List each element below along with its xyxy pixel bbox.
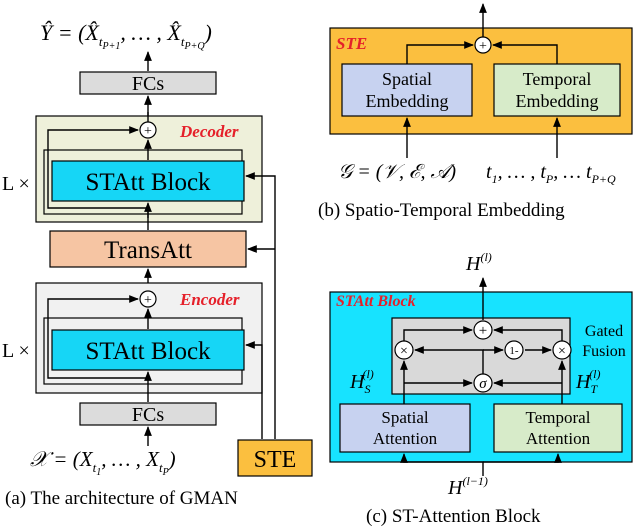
spatial-attention-box — [339, 403, 471, 453]
temporal-embedding-box — [493, 63, 621, 117]
spatial-embedding-box — [341, 63, 473, 117]
gate-add-node — [473, 320, 493, 340]
decoder-repeat-label: L × — [2, 173, 30, 195]
transatt-label: TransAtt — [104, 237, 192, 264]
output-h-label: H(l) — [465, 250, 492, 275]
ste-title: STE — [336, 34, 367, 53]
statt-block-encoder — [51, 329, 245, 371]
ste-box — [237, 439, 313, 477]
statt-block-decoder — [51, 160, 245, 202]
spatial-to-add — [406, 41, 474, 64]
fcs-top-label: FCs — [132, 73, 164, 95]
temporal-attention-line2: Attention — [526, 429, 591, 448]
temporal-to-add — [492, 41, 558, 64]
spatial-embedding-line2: Embedding — [366, 91, 449, 111]
spatial-attention-line1: Spatial — [381, 408, 428, 427]
caption-a: (a) The architecture of GMAN — [5, 488, 238, 509]
decoder-add-symbol: + — [144, 124, 152, 139]
hs-label: HS(l) — [349, 367, 374, 396]
input-to-spatial — [400, 453, 484, 476]
one-minus-symbol: 1- — [509, 345, 519, 357]
one-minus-node — [504, 340, 524, 360]
gated-label-2: Fusion — [582, 343, 626, 360]
input-to-temporal — [483, 453, 562, 463]
stattblock-title: STAtt Block — [336, 293, 416, 310]
ht-label: HT(l) — [575, 367, 600, 396]
time-label: t1, … , tP, … tP+Q — [486, 161, 616, 186]
spatial-embedding-line1: Spatial — [382, 69, 432, 89]
graph-label: 𝒢 = (𝒱, ℰ, 𝒜) — [338, 161, 456, 183]
multiply-left-symbol: × — [400, 344, 408, 359]
encoder-add-symbol: + — [144, 293, 152, 308]
temporal-embedding-line1: Temporal — [523, 69, 592, 89]
ste-add-symbol: + — [479, 39, 487, 54]
encoder-add-node — [139, 290, 157, 308]
caption-c: (c) ST-Attention Block — [366, 506, 541, 527]
encoder-label: Encoder — [179, 290, 240, 309]
panel-b: STE + Spatial Embedding Temporal Embeddi… — [318, 3, 633, 221]
gated-label-1: Gated — [585, 323, 623, 340]
decoder-label: Decoder — [179, 122, 239, 141]
spatial-attention-line2: Attention — [373, 429, 438, 448]
caption-b: (b) Spatio-Temporal Embedding — [318, 200, 565, 221]
ste-to-encoder — [245, 341, 263, 439]
ste-to-decoder — [245, 172, 276, 439]
multiply-right-symbol: × — [558, 344, 566, 359]
input-h-label: H(l−1) — [447, 474, 488, 499]
temporal-embedding-line2: Embedding — [516, 91, 599, 111]
statt-block-decoder-label: STAtt Block — [85, 169, 211, 196]
fcs-bottom-label: FCs — [132, 404, 164, 426]
mul-left-to-add — [403, 326, 473, 341]
temporal-attention-line1: Temporal — [526, 408, 591, 427]
gate-add-symbol: + — [479, 323, 487, 339]
statt-block-encoder-label: STAtt Block — [85, 338, 211, 365]
output-formula: Ŷ = (X̂tP+1, … , X̂tP+Q) — [40, 20, 212, 52]
fcs-top-box — [79, 71, 217, 95]
encoder-repeat-label: L × — [2, 340, 30, 362]
panel-c: H(l) STAtt Block Gated Fusion + × × 1- σ — [329, 250, 633, 527]
ste-box-label: STE — [254, 447, 297, 473]
mul-right-to-add — [493, 326, 563, 341]
panel-a: Ŷ = (X̂tP+1, … , X̂tP+Q) FCs Decoder + S… — [2, 20, 313, 509]
fcs-bottom-box — [79, 402, 217, 426]
input-formula: 𝒳 = (Xt1, … , XtP) — [30, 447, 176, 478]
encoder-residual — [47, 295, 148, 379]
transatt-box — [49, 230, 247, 268]
temporal-attention-box — [493, 403, 623, 453]
sigma-symbol: σ — [479, 376, 487, 392]
